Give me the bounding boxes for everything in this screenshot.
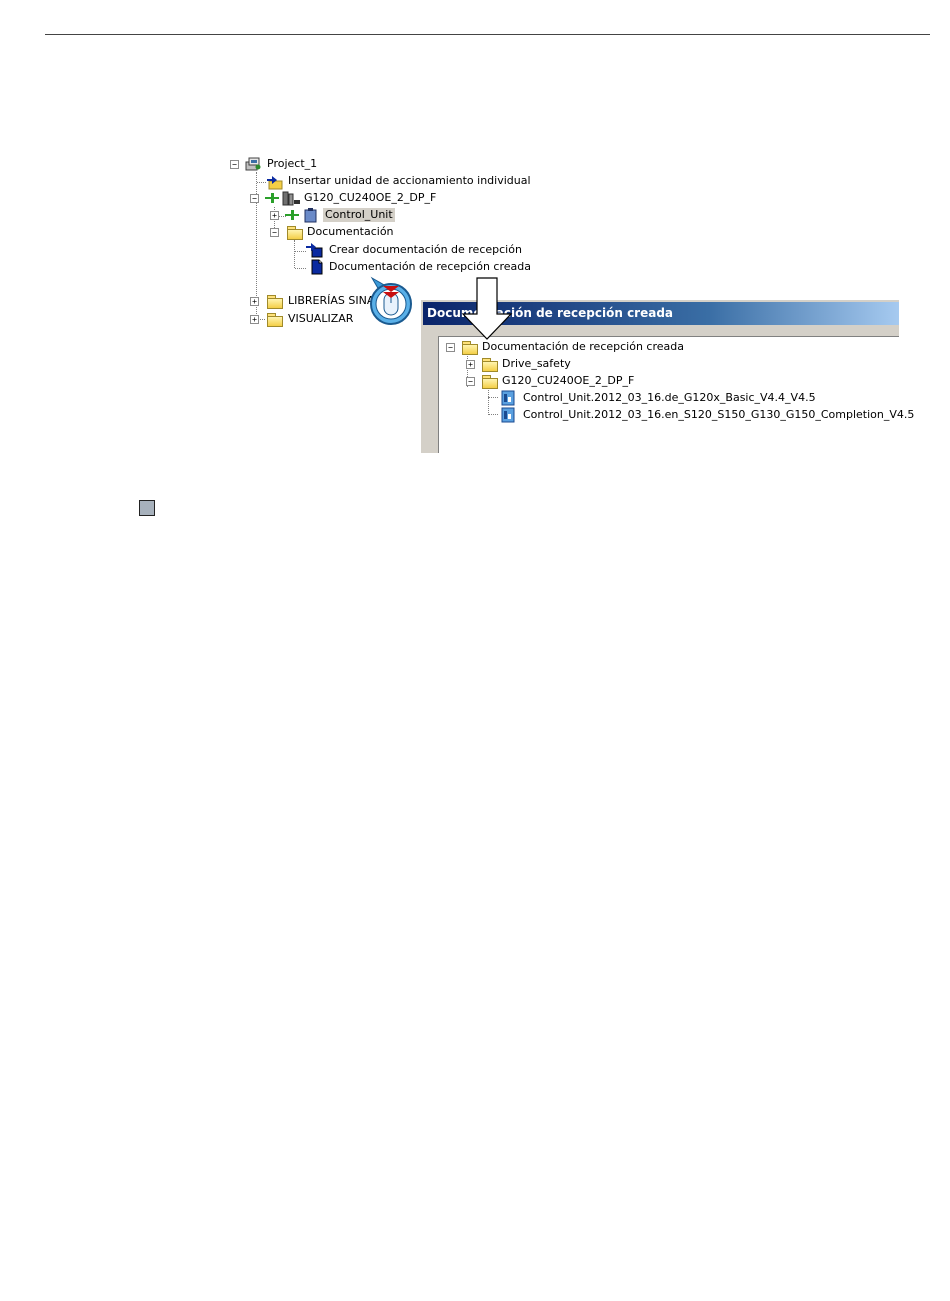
tree-item-visualize[interactable]: VISUALIZAR <box>288 312 354 325</box>
folder-icon <box>481 357 498 372</box>
collapse-root-icon[interactable]: − <box>446 343 455 352</box>
expand-visualize-icon[interactable]: + <box>250 315 259 324</box>
expand-libraries-icon[interactable]: + <box>250 297 259 306</box>
folder-icon <box>481 374 498 389</box>
tree-line <box>257 182 266 183</box>
drive-unit-icon <box>265 191 300 206</box>
dialog-item-drive-safety[interactable]: Drive_safety <box>502 357 571 370</box>
folder-icon <box>266 312 283 327</box>
folder-icon <box>461 340 478 355</box>
tree-line <box>467 351 468 387</box>
dialog-item-file-2[interactable]: Control_Unit.2012_03_16.en_S120_S150_G13… <box>523 408 915 421</box>
dialog-item-drive-folder[interactable]: G120_CU240OE_2_DP_F <box>502 374 635 387</box>
tree-line <box>488 397 498 398</box>
acceptance-doc-dialog: Documentación de recepción creada − Docu… <box>420 299 914 453</box>
tree-item-create-acceptance-doc[interactable]: Crear documentación de recepción <box>329 243 522 256</box>
dialog-item-root[interactable]: Documentación de recepción creada <box>482 340 684 353</box>
tree-line <box>257 319 265 320</box>
tree-line <box>278 216 286 217</box>
document-icon <box>311 259 323 275</box>
tree-item-libraries[interactable]: LIBRERÍAS SINA <box>288 294 375 307</box>
tree-line <box>488 414 498 415</box>
tree-line <box>295 268 306 269</box>
tree-item-drive[interactable]: G120_CU240OE_2_DP_F <box>304 191 437 204</box>
tree-item-control-unit[interactable]: Control_Unit <box>323 208 395 222</box>
tree-line <box>294 240 295 268</box>
collapse-project-icon[interactable]: − <box>230 160 239 169</box>
expand-drive-safety-icon[interactable]: + <box>466 360 475 369</box>
folder-icon <box>266 294 283 309</box>
report-file-icon <box>501 390 515 406</box>
tree-line <box>256 172 257 324</box>
collapse-documentation-icon[interactable]: − <box>270 228 279 237</box>
dialog-tree: − Documentación de recepción creada + Dr… <box>438 336 914 453</box>
control-unit-icon <box>285 208 317 223</box>
create-document-icon <box>306 243 323 258</box>
step-complete-marker <box>139 500 155 516</box>
collapse-drive-folder-icon[interactable]: − <box>466 377 475 386</box>
tree-line <box>295 251 306 252</box>
tree-line <box>488 385 489 415</box>
tree-line <box>274 207 275 234</box>
folder-icon <box>286 225 303 240</box>
collapse-drive-icon[interactable]: − <box>250 194 259 203</box>
tree-item-insert-drive[interactable]: Insertar unidad de accionamiento individ… <box>288 174 531 187</box>
tree-item-project[interactable]: Project_1 <box>267 157 318 170</box>
report-file-icon <box>501 407 515 423</box>
expand-control-unit-icon[interactable]: + <box>270 211 279 220</box>
mouse-double-click-icon <box>370 276 412 325</box>
tree-item-created-acceptance-doc[interactable]: Documentación de recepción creada <box>329 260 531 273</box>
down-arrow-icon <box>461 277 513 340</box>
dialog-item-file-1[interactable]: Control_Unit.2012_03_16.de_G120x_Basic_V… <box>523 391 816 404</box>
tree-item-documentation[interactable]: Documentación <box>307 225 394 238</box>
project-navigator-tree: − Project_1 Insertar unidad de accionami… <box>0 0 950 460</box>
project-icon <box>245 157 261 171</box>
page-top-rule <box>45 34 930 35</box>
insert-drive-icon <box>267 176 283 190</box>
